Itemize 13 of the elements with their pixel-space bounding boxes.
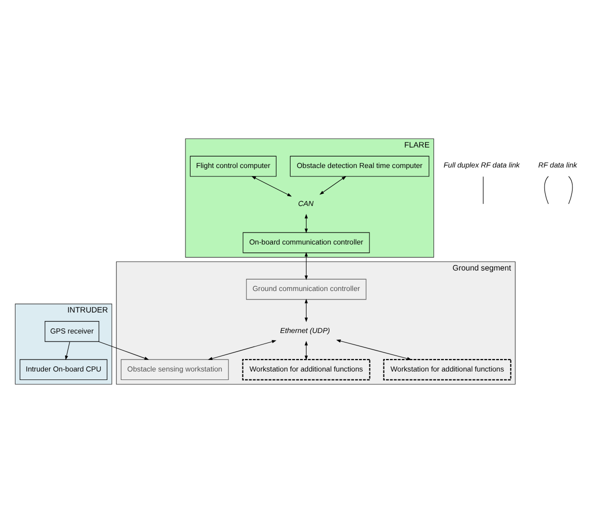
arrow [336,339,412,360]
arrow [304,298,308,322]
connector [482,176,484,204]
arrow [251,176,292,196]
connector [544,176,549,204]
arrow [304,213,308,233]
connector [568,176,573,204]
arrow [208,340,276,360]
arrow [304,340,308,360]
arrow [319,176,346,194]
arrow [304,252,308,280]
arrow [65,340,70,360]
arrow [98,340,149,360]
